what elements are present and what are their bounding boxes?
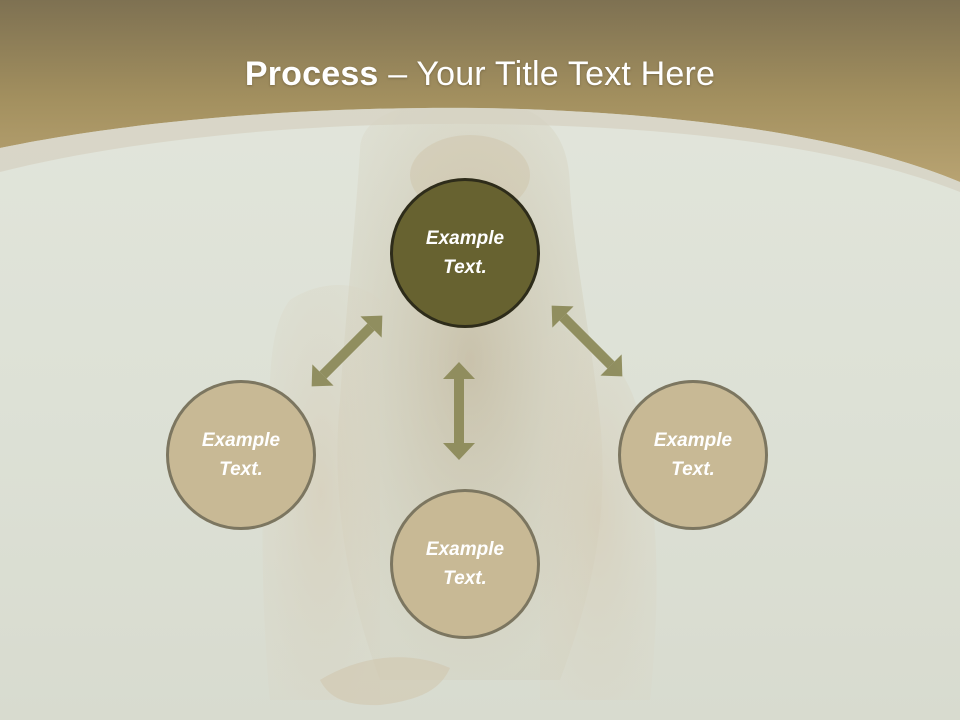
node-bottom: Example Text. — [390, 489, 540, 639]
node-right: Example Text. — [618, 380, 768, 530]
node-left-label: Example Text. — [201, 430, 281, 480]
title-bold: Process — [244, 55, 379, 93]
title-rest: – Your Title Text Here — [378, 55, 716, 93]
node-left: Example Text. — [166, 380, 316, 530]
node-top: Example Text. — [390, 178, 540, 328]
arrow-vertical — [443, 362, 475, 460]
slide-title: Process – Your Title Text Here — [0, 54, 960, 94]
node-bottom-label: Example Text. — [425, 539, 505, 589]
node-top-label: Example Text. — [425, 228, 505, 278]
node-right-label: Example Text. — [653, 430, 733, 480]
arrow-top-right — [551, 305, 623, 377]
arrow-top-left — [311, 315, 383, 387]
header-band — [0, 0, 960, 192]
